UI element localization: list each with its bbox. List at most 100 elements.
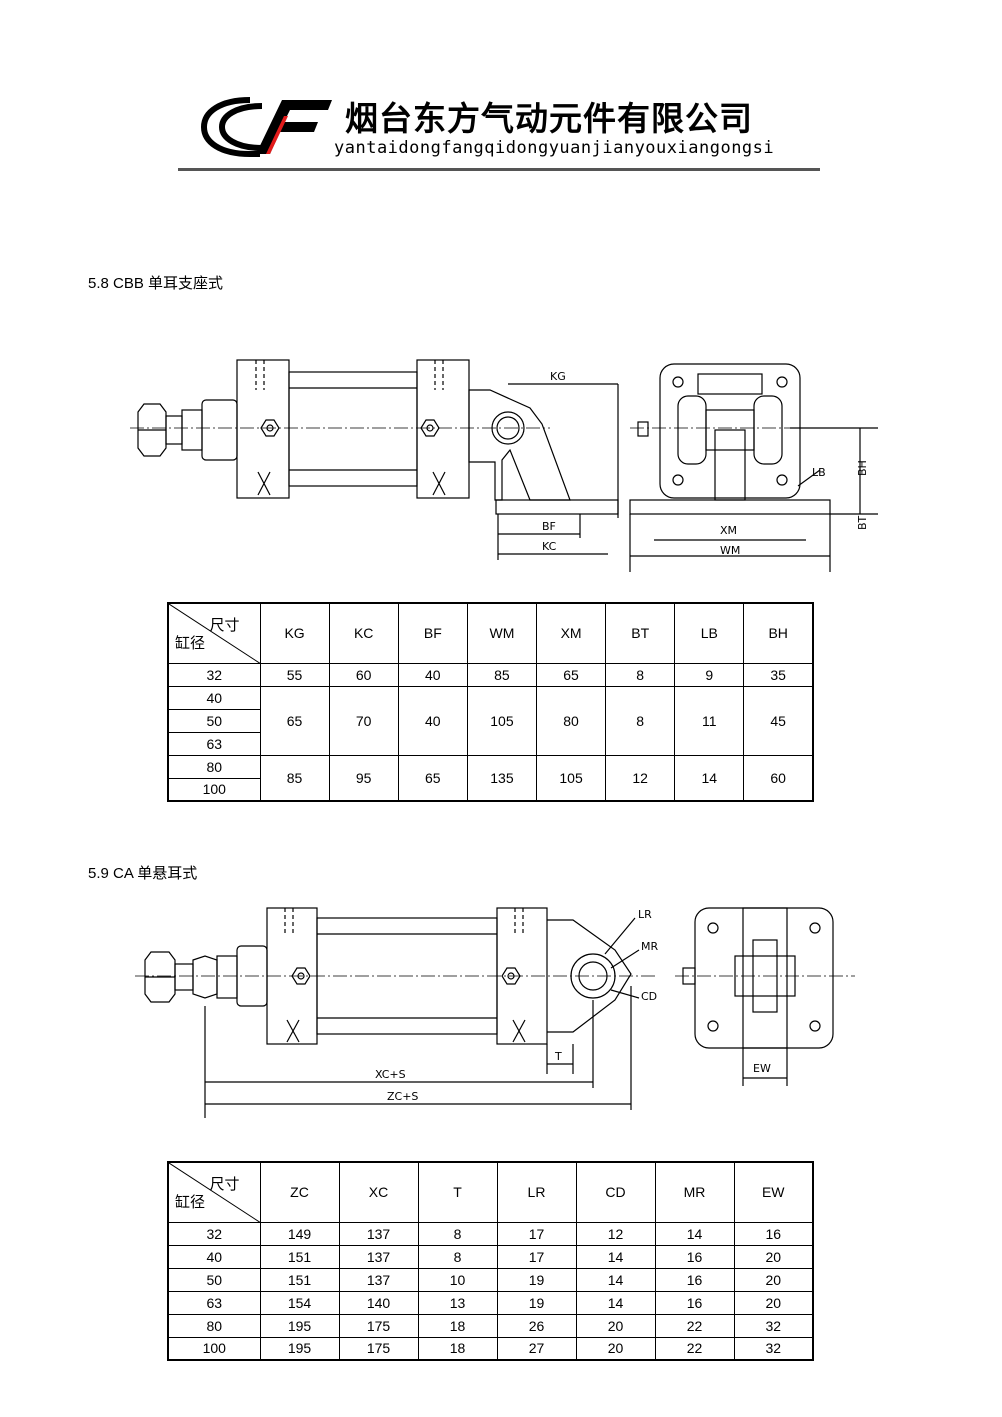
column-header: ZC (259, 1161, 340, 1223)
value-cell: 105 (466, 685, 538, 756)
column-header: XC (338, 1161, 419, 1223)
value-cell: 19 (496, 1290, 577, 1315)
value-cell: 14 (654, 1221, 735, 1246)
value-cell: 154 (259, 1290, 340, 1315)
bore-cell: 32 (167, 662, 261, 687)
bore-cell: 40 (167, 1244, 261, 1269)
dim-label-mr: MR (641, 940, 658, 953)
value-cell: 195 (259, 1313, 340, 1338)
value-cell: 12 (575, 1221, 656, 1246)
value-cell: 13 (417, 1290, 498, 1315)
value-cell: 105 (535, 754, 607, 802)
value-cell: 14 (674, 754, 745, 802)
dim-label-t: T (554, 1050, 562, 1063)
dim-label-bt: BT (856, 515, 869, 530)
dim-label-kc: KC (542, 540, 557, 553)
value-cell: 45 (743, 685, 814, 756)
table-row: 100 (167, 777, 813, 802)
value-cell: 85 (259, 754, 330, 802)
company-name-cn: 烟台东方气动元件有限公司 (345, 99, 753, 138)
value-cell: 140 (338, 1290, 419, 1315)
dim-label-lb: LB (812, 466, 826, 479)
company-logo (200, 97, 332, 157)
value-cell: 149 (259, 1221, 340, 1246)
value-cell: 55 (259, 662, 330, 687)
dim-label-cd: CD (641, 990, 657, 1003)
value-cell: 8 (417, 1221, 498, 1246)
dim-label-kg: KG (550, 370, 566, 383)
value-cell: 22 (654, 1313, 735, 1338)
value-cell: 175 (338, 1336, 419, 1361)
column-header: BT (605, 602, 676, 664)
value-cell: 19 (496, 1267, 577, 1292)
cbb-drawing: KG BF KC XM WM LB BH BT (130, 359, 878, 572)
value-cell: 60 (743, 754, 814, 802)
value-cell: 18 (417, 1336, 498, 1361)
value-cell: 20 (575, 1313, 656, 1338)
bore-cell: 100 (167, 1336, 261, 1361)
value-cell: 27 (496, 1336, 577, 1361)
bore-cell: 40 (167, 685, 261, 710)
value-cell: 10 (417, 1267, 498, 1292)
value-cell: 14 (575, 1267, 656, 1292)
value-cell: 12 (605, 754, 676, 802)
bore-cell: 50 (167, 1267, 261, 1292)
corner-label-bore: 缸径 (175, 634, 206, 652)
column-header: BF (397, 602, 468, 664)
column-header: KG (259, 602, 330, 664)
column-header: CD (575, 1161, 656, 1223)
value-cell: 95 (328, 754, 399, 802)
column-header: MR (654, 1161, 735, 1223)
value-cell: 26 (496, 1313, 577, 1338)
table-row: 32 55 60 40 85 65 8 9 35 (167, 662, 814, 687)
value-cell: 16 (654, 1267, 735, 1292)
value-cell: 40 (397, 685, 468, 756)
bore-cell: 63 (167, 731, 261, 756)
section-title-ca: 5.9 CA 单悬耳式 (88, 865, 198, 882)
value-cell: 151 (259, 1244, 340, 1269)
section-title-cbb: 5.8 CBB 单耳支座式 (88, 275, 224, 292)
value-cell: 20 (733, 1290, 814, 1315)
table-row: 80 85 95 65 135 105 12 14 60 (167, 754, 814, 802)
table-row: 63 (167, 731, 813, 756)
column-header: WM (466, 602, 538, 664)
dim-label-ew: EW (753, 1062, 771, 1075)
table-row: 40 65 70 40 105 80 8 11 45 (167, 685, 814, 756)
table-corner-cell: 尺寸 缸径 (167, 1161, 261, 1223)
value-cell: 20 (733, 1244, 814, 1269)
company-name-pinyin: yantaidongfangqidongyuanjianyouxiangongs… (334, 138, 775, 158)
value-cell: 8 (605, 685, 676, 756)
column-header: BH (743, 602, 814, 664)
column-header: LB (674, 602, 745, 664)
bore-cell: 32 (167, 1221, 261, 1246)
value-cell: 20 (575, 1336, 656, 1361)
column-header: KC (328, 602, 399, 664)
dim-label-bh: BH (856, 460, 869, 476)
bore-cell: 80 (167, 754, 261, 779)
bore-cell: 63 (167, 1290, 261, 1315)
column-header: T (417, 1161, 498, 1223)
value-cell: 17 (496, 1244, 577, 1269)
value-cell: 70 (328, 685, 399, 756)
value-cell: 8 (417, 1244, 498, 1269)
value-cell: 35 (743, 662, 814, 687)
value-cell: 85 (466, 662, 538, 687)
value-cell: 14 (575, 1290, 656, 1315)
value-cell: 137 (338, 1267, 419, 1292)
corner-label-size: 尺寸 (209, 617, 240, 634)
value-cell: 22 (654, 1336, 735, 1361)
corner-label-bore: 缸径 (175, 1193, 206, 1211)
value-cell: 135 (466, 754, 538, 802)
corner-label-size: 尺寸 (209, 1176, 240, 1193)
value-cell: 14 (575, 1244, 656, 1269)
value-cell: 137 (338, 1221, 419, 1246)
dim-label-lr: LR (638, 908, 652, 921)
value-cell: 8 (605, 662, 676, 687)
value-cell: 40 (397, 662, 468, 687)
dim-label-xm: XM (720, 524, 737, 537)
